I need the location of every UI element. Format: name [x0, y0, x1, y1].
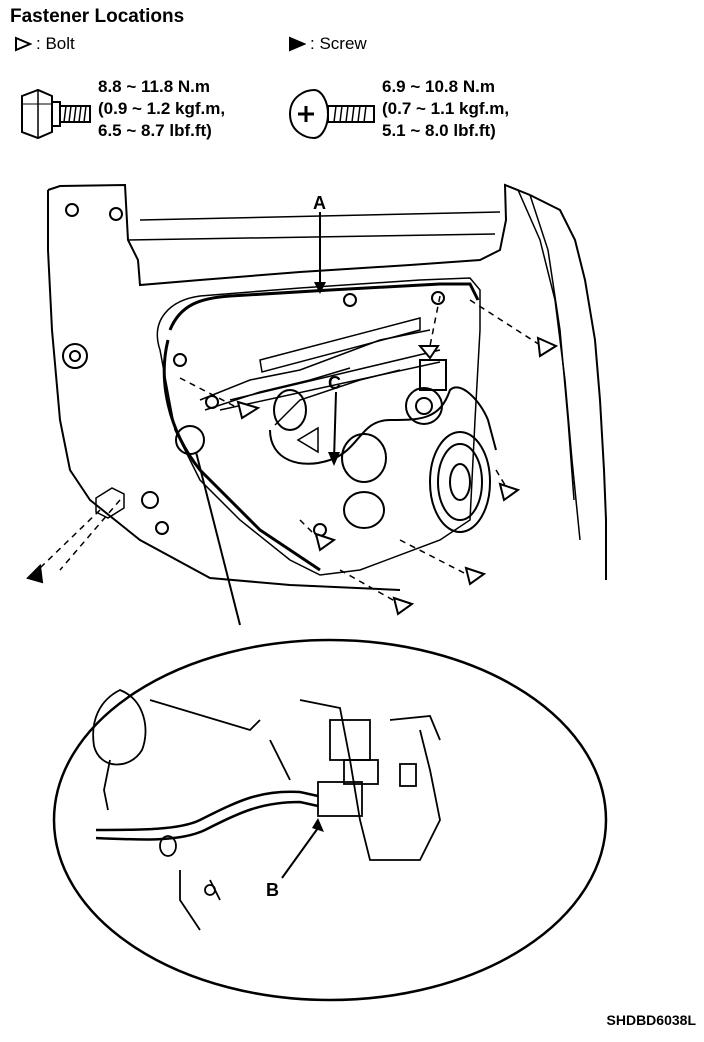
legend-bolt: : Bolt: [14, 34, 75, 54]
bolt-marker: [536, 336, 559, 358]
callout-a: A: [313, 193, 326, 213]
legend-screw-label: : Screw: [310, 34, 367, 53]
page-title: Fastener Locations: [10, 6, 185, 27]
callout-c: C: [328, 373, 341, 393]
bolt-icon: [21, 88, 91, 140]
bolt-torque-spec: 8.8 ~ 11.8 N.m (0.9 ~ 1.2 kgf.m, 6.5 ~ 8…: [98, 76, 225, 142]
bolt-marker: [236, 400, 261, 420]
weatherstrip-a: [168, 282, 480, 331]
door-panel-illustration: [26, 183, 608, 1002]
door-frame-outline: [47, 183, 607, 580]
callout-b: B: [266, 880, 279, 900]
bolt-marker: [314, 532, 337, 552]
bolt-spec-line2: (0.9 ~ 1.2 kgf.m,: [98, 99, 226, 118]
screw-torque-spec: 6.9 ~ 10.8 N.m (0.7 ~ 1.1 kgf.m, 5.1 ~ 8…: [382, 76, 509, 142]
screw-spec-line3: 5.1 ~ 8.0 lbf.ft): [382, 121, 496, 140]
bolt-symbol-icon: [15, 36, 32, 52]
speaker: [429, 431, 491, 533]
bolt-marker: [417, 345, 440, 360]
detail-wire: [95, 790, 319, 832]
detail-hole: [92, 689, 147, 766]
screw-icon: [288, 88, 375, 140]
bolt-marker: [464, 566, 487, 586]
detail-view-circle: [52, 638, 608, 1002]
wire-harness: [269, 386, 497, 465]
screw-spec-line1: 6.9 ~ 10.8 N.m: [382, 77, 495, 96]
legend-bolt-label: : Bolt: [36, 34, 75, 53]
bolt-spec-line3: 6.5 ~ 8.7 lbf.ft): [98, 121, 212, 140]
door-left-outline: [47, 190, 401, 591]
bolt-marker: [392, 596, 415, 616]
bolt-marker: [498, 482, 521, 502]
connector-b: [317, 781, 363, 817]
figure-code: SHDBD6038L: [606, 1012, 696, 1028]
inner-door-panel: [156, 277, 481, 576]
legend-screw: : Screw: [288, 34, 367, 54]
screw-symbol-icon: [289, 36, 306, 52]
bolt-spec-line1: 8.8 ~ 11.8 N.m: [98, 77, 210, 96]
screw-marker: [26, 563, 44, 584]
screw-spec-line2: (0.7 ~ 1.1 kgf.m,: [382, 99, 510, 118]
